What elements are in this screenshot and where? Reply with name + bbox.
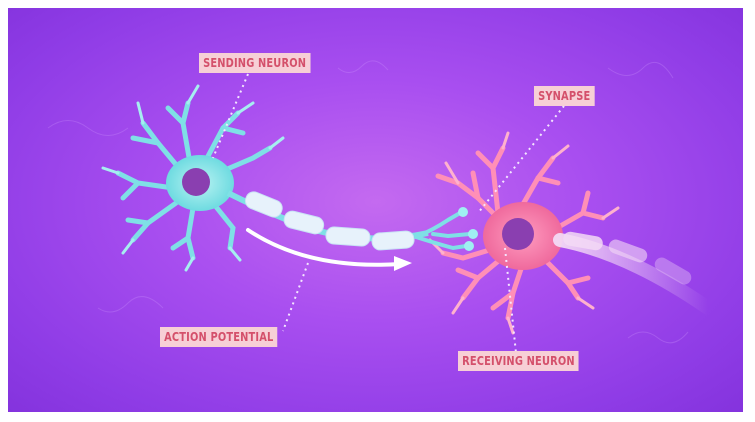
receiving-neuron-label: RECEIVING NEURON bbox=[458, 351, 579, 371]
neuron-diagram: SENDING NEURON SYNAPSE ACTION POTENTIAL … bbox=[8, 8, 743, 412]
sending-nucleus bbox=[182, 168, 210, 196]
neuron-illustration bbox=[8, 8, 743, 412]
receiving-axon bbox=[560, 231, 708, 308]
sending-neuron-label: SENDING NEURON bbox=[199, 53, 310, 73]
action-potential-label: ACTION POTENTIAL bbox=[160, 327, 278, 347]
receiving-nucleus bbox=[502, 218, 534, 250]
synapse-label: SYNAPSE bbox=[534, 86, 594, 106]
